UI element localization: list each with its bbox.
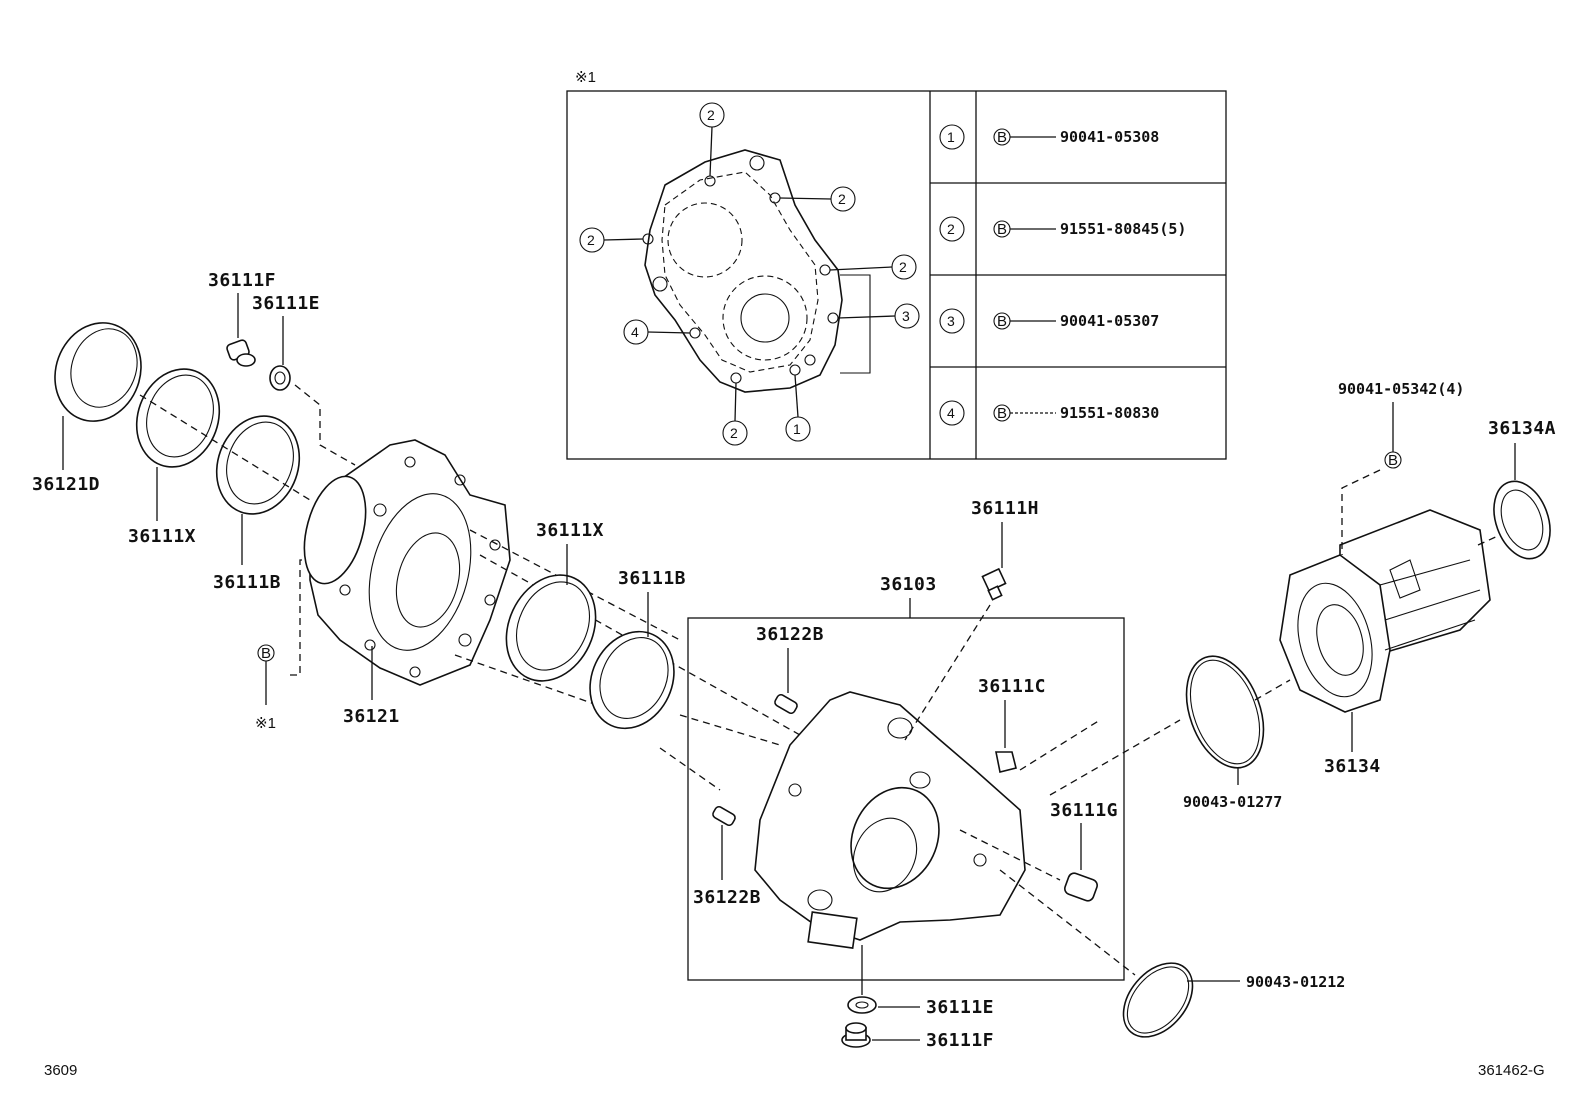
note-mark-left: ※1 [255,715,276,732]
row-1-part-number: 90041-05308 [1060,128,1159,146]
row-2-number: 2 [947,221,955,237]
label-36111B-left: 36111B [213,572,281,593]
bolt-symbol-icon [1384,451,1402,469]
label-36111E-top: 36111E [252,293,320,314]
inset-table-row-3: 3 B 90041-05307 [939,308,1159,334]
callout-2: 2 [587,232,595,248]
callout-4: 4 [631,324,639,340]
bearing-36111B-left [215,415,301,515]
o-ring-90043-01212 [1122,962,1194,1038]
plug-36111C [995,751,1017,773]
row-4-part-number: 91551-80830 [1060,404,1159,422]
gasket-36111E-bot [847,996,877,1014]
bearing-36111X-left [135,368,221,468]
seal-36134A [1493,480,1551,560]
bearing-36111X-mid [505,574,597,682]
callout-2: 2 [899,259,907,275]
row-4-number: 4 [947,405,955,421]
row-1-number: 1 [947,129,955,145]
extension-housing-36121 [303,439,511,686]
footer-page-code: 3609 [44,1062,77,1079]
callout-3: 3 [902,308,910,324]
callout-2: 2 [730,425,738,441]
label-36122B-bot: 36122B [693,887,761,908]
inset-table-row-4: 4 B 91551-80830 [939,400,1159,426]
inset-detail-box: ※1 1 B 90041-05308 2 B 91551-80845(5) 3 [566,69,1227,460]
label-36103: 36103 [880,574,937,595]
bearing-36111B-mid [589,630,675,730]
inset-callouts: 2 2 2 2 3 4 2 1 [579,102,920,446]
callout-1: 1 [793,421,801,437]
label-36111X-mid: 36111X [536,520,604,541]
o-ring-90043-01277 [1185,655,1265,769]
drain-plug-36111F-top [226,339,256,367]
label-36121D: 36121D [32,474,100,495]
label-36121: 36121 [343,706,400,727]
row-2-part-number: 91551-80845(5) [1060,220,1186,238]
callout-2: 2 [838,191,846,207]
drain-plug-36111F-bot [841,1022,871,1048]
transfer-case-36103-group: 36103 36122B 36122B 36111C [687,574,1125,981]
label-36111F-bot: 36111F [926,1030,994,1051]
rear-housing-36134 [1279,509,1491,713]
bolt-symbol-icon: B [997,129,1007,146]
label-36111G: 36111G [1050,800,1118,821]
case-face-outline-illustration [642,149,871,393]
bolt-symbol-icon: B [997,405,1007,422]
gasket-36111E-top [269,365,291,391]
row-3-number: 3 [947,313,955,329]
plug-36111G [1064,872,1098,902]
label-90041-05342: 90041-05342(4) [1338,380,1464,398]
label-36111H: 36111H [971,498,1039,519]
label-36111X-left: 36111X [128,526,196,547]
bolt-symbol-icon: B [997,221,1007,238]
footer-figure-id: 361462-G [1478,1062,1545,1079]
label-36134A: 36134A [1488,418,1556,439]
label-36111F-top: 36111F [208,270,276,291]
inset-table-row-1: 1 B 90041-05308 [939,124,1159,150]
inset-note-mark: ※1 [575,69,596,86]
switch-36111H [981,567,1007,601]
dowel-pin-36122B-top [774,693,798,715]
bolt-symbol-icon: B [997,313,1007,330]
seal-ring-36121D [54,322,142,422]
label-36111C: 36111C [978,676,1046,697]
label-90043-01277: 90043-01277 [1183,793,1282,811]
label-36111E-bot: 36111E [926,997,994,1018]
bolt-symbol-text: B [1388,452,1398,469]
label-36122B-top: 36122B [756,624,824,645]
bolt-symbol-text: B [261,645,271,662]
callout-2: 2 [707,107,715,123]
label-36111B-mid: 36111B [618,568,686,589]
label-90043-01212: 90043-01212 [1246,973,1345,991]
label-36134: 36134 [1324,756,1381,777]
dowel-pin-36122B-bot [712,805,736,827]
row-3-part-number: 90041-05307 [1060,312,1159,330]
inset-table-row-2: 2 B 91551-80845(5) [939,216,1186,242]
